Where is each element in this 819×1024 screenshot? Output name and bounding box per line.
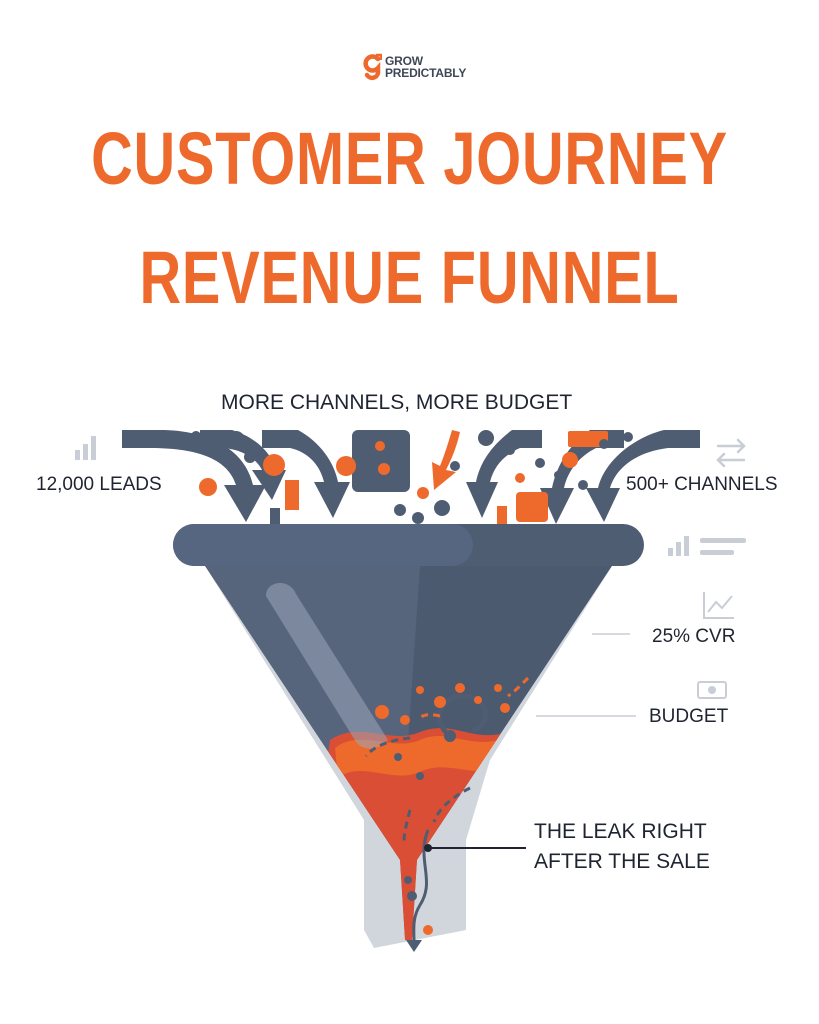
line-chart-icon [703,592,734,619]
inflow-block [352,430,410,492]
inflow-arrow [262,430,350,518]
bar-chart-icon [75,436,96,460]
bar-chart-lines-icon [668,536,746,556]
page-title-line-1: CUSTOMER JOURNEY [91,117,728,200]
leak-label-line-2: AFTER THE SALE [534,850,710,873]
flow-arrows [364,676,530,843]
logo-line-1: GROW [385,54,423,68]
funnel-body [205,566,612,940]
page-title-line-2: REVENUE FUNNEL [139,236,680,319]
inflow-arrow [122,430,266,522]
leak-marker [424,844,432,852]
inflow-arrow [466,430,542,518]
swap-arrows-icon [716,438,746,468]
top-label: MORE CHANNELS, MORE BUDGET [221,391,573,414]
leak-label-line-1: THE LEAK RIGHT [534,820,707,843]
logo-line-2: PREDICTABLY [385,66,467,80]
leads-label: 12,000 LEADS [36,474,162,495]
g-logo-icon [363,53,382,81]
inflow-block [270,508,280,528]
leak-stream [404,829,433,952]
inflow-arrow [586,430,700,522]
connector-lines [428,633,636,849]
inflow-arrows [122,430,700,528]
inflow-arrow [200,430,286,500]
budget-label: BUDGET [649,706,729,727]
falling-arrow [432,430,460,490]
logo: GROW PREDICTABLY [362,52,466,82]
cvr-label: 25% CVR [652,626,736,647]
inflow-particles [191,430,633,526]
logo-text: GROW PREDICTABLY [385,55,466,79]
money-bill-icon [697,681,727,699]
channels-label: 500+ CHANNELS [626,474,778,495]
inflow-arrow [540,430,624,524]
